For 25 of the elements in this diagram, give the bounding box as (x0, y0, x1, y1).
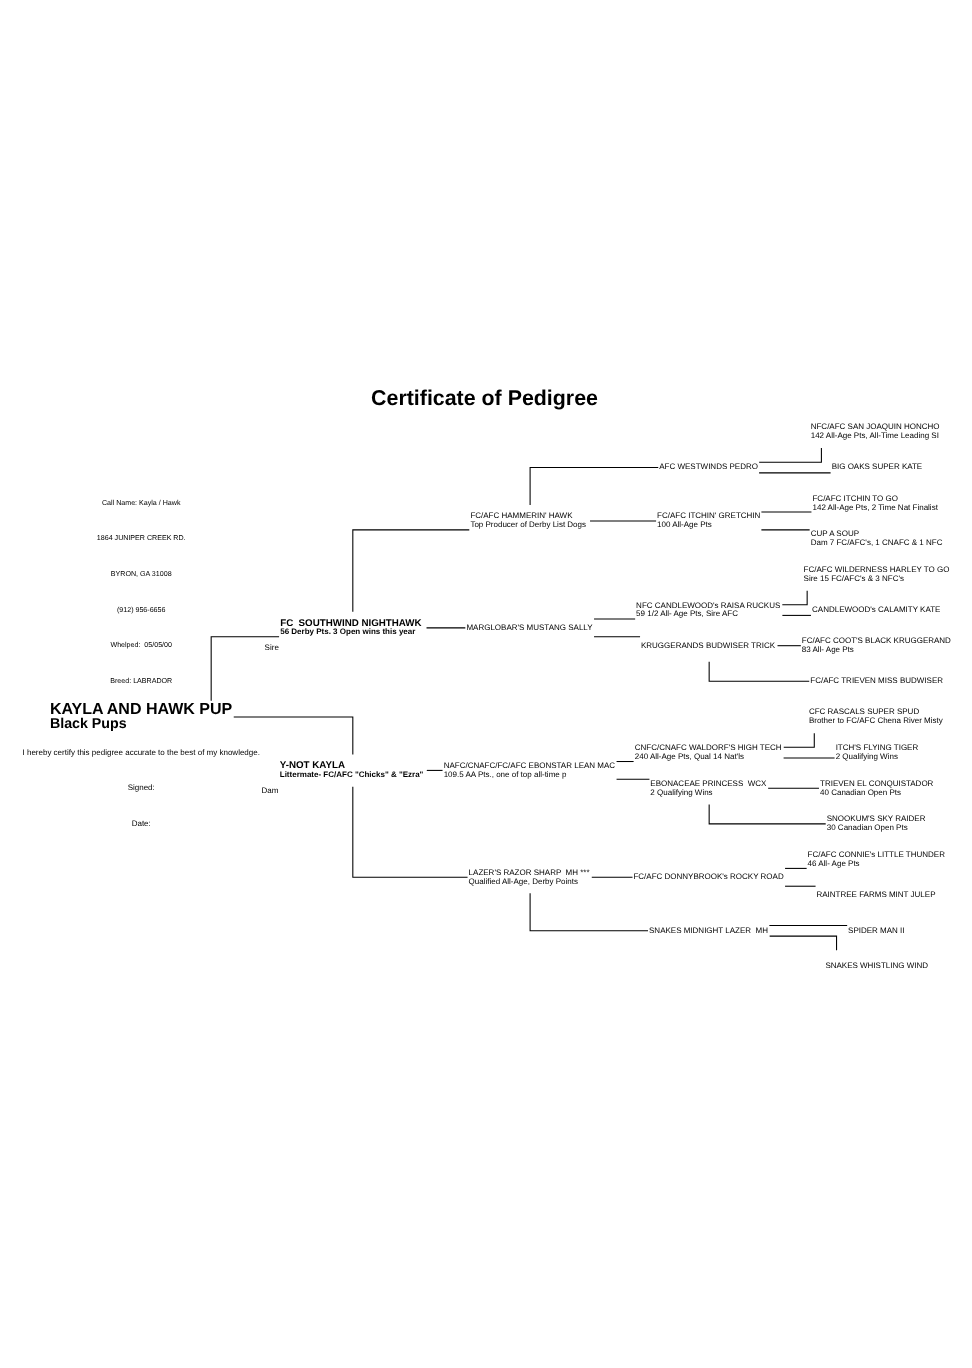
connector (781, 614, 812, 616)
connector (784, 867, 808, 869)
connector (760, 529, 811, 531)
connector (758, 472, 832, 474)
connector (210, 636, 280, 702)
connector (233, 716, 354, 755)
connector (529, 892, 649, 932)
connector (352, 786, 469, 878)
connector (426, 769, 444, 771)
connector (783, 732, 815, 748)
connector (529, 467, 659, 506)
connector (593, 636, 641, 638)
connector (776, 645, 802, 647)
connector (781, 590, 808, 606)
connector (352, 529, 470, 613)
connector (616, 778, 650, 780)
connector (758, 447, 822, 463)
connector (784, 885, 817, 887)
connector (768, 924, 848, 926)
diagram-title: Certificate of Pedigree (371, 387, 598, 412)
connector (591, 876, 634, 878)
connector (426, 627, 466, 629)
connector (769, 935, 838, 951)
connector (767, 787, 820, 789)
connector (616, 760, 635, 763)
